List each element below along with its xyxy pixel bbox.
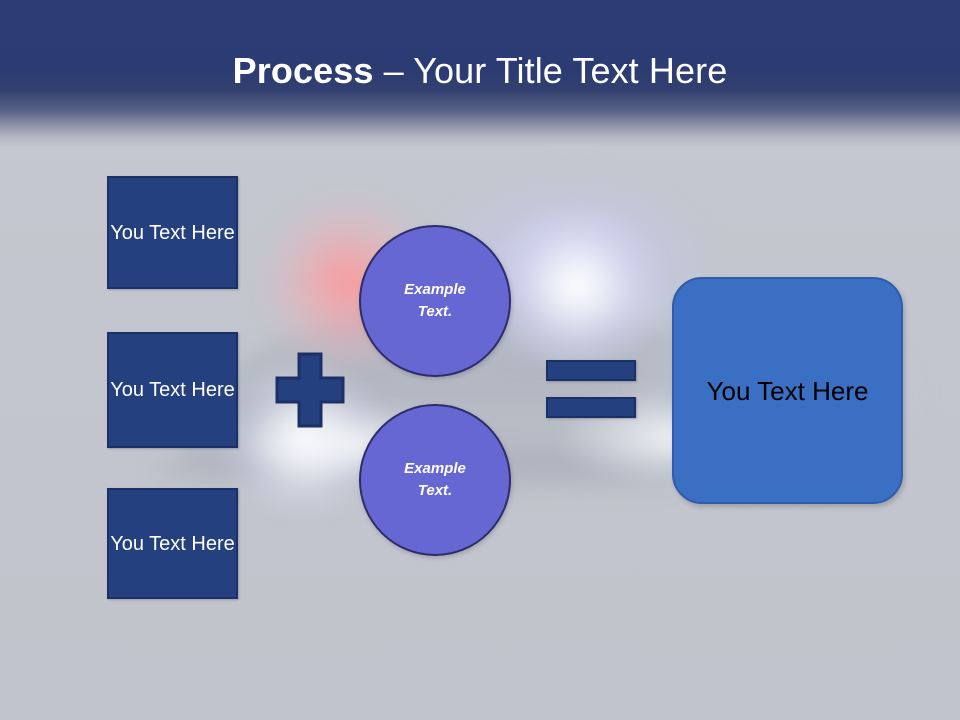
input-box-1-label: You Text Here <box>110 221 235 244</box>
input-box-3-label: You Text Here <box>110 532 235 555</box>
example-circle-top-line2: Text. <box>417 303 453 320</box>
plus-icon <box>275 352 345 428</box>
page-title: Process – Your Title Text Here <box>0 49 960 93</box>
example-circle-top-line1: Example <box>404 281 466 298</box>
example-circle-top[interactable]: Example Text. <box>359 225 511 377</box>
page-title-rest: – Your Title Text Here <box>373 50 728 91</box>
equals-icon <box>546 360 636 418</box>
result-box-label: You Text Here <box>706 375 869 406</box>
input-box-1[interactable]: You Text Here <box>107 176 238 289</box>
page-title-bold: Process <box>232 50 374 91</box>
equals-bar-bottom <box>546 397 636 418</box>
slide-header-band <box>0 0 960 146</box>
result-box[interactable]: You Text Here <box>672 277 903 504</box>
equals-bar-top <box>546 360 636 381</box>
input-box-2[interactable]: You Text Here <box>107 332 238 448</box>
example-circle-bottom-line2: Text. <box>417 482 453 499</box>
example-circle-bottom-line1: Example <box>404 460 466 477</box>
input-box-2-label: You Text Here <box>110 379 235 401</box>
example-circle-bottom[interactable]: Example Text. <box>359 404 511 556</box>
input-box-3[interactable]: You Text Here <box>107 488 238 599</box>
